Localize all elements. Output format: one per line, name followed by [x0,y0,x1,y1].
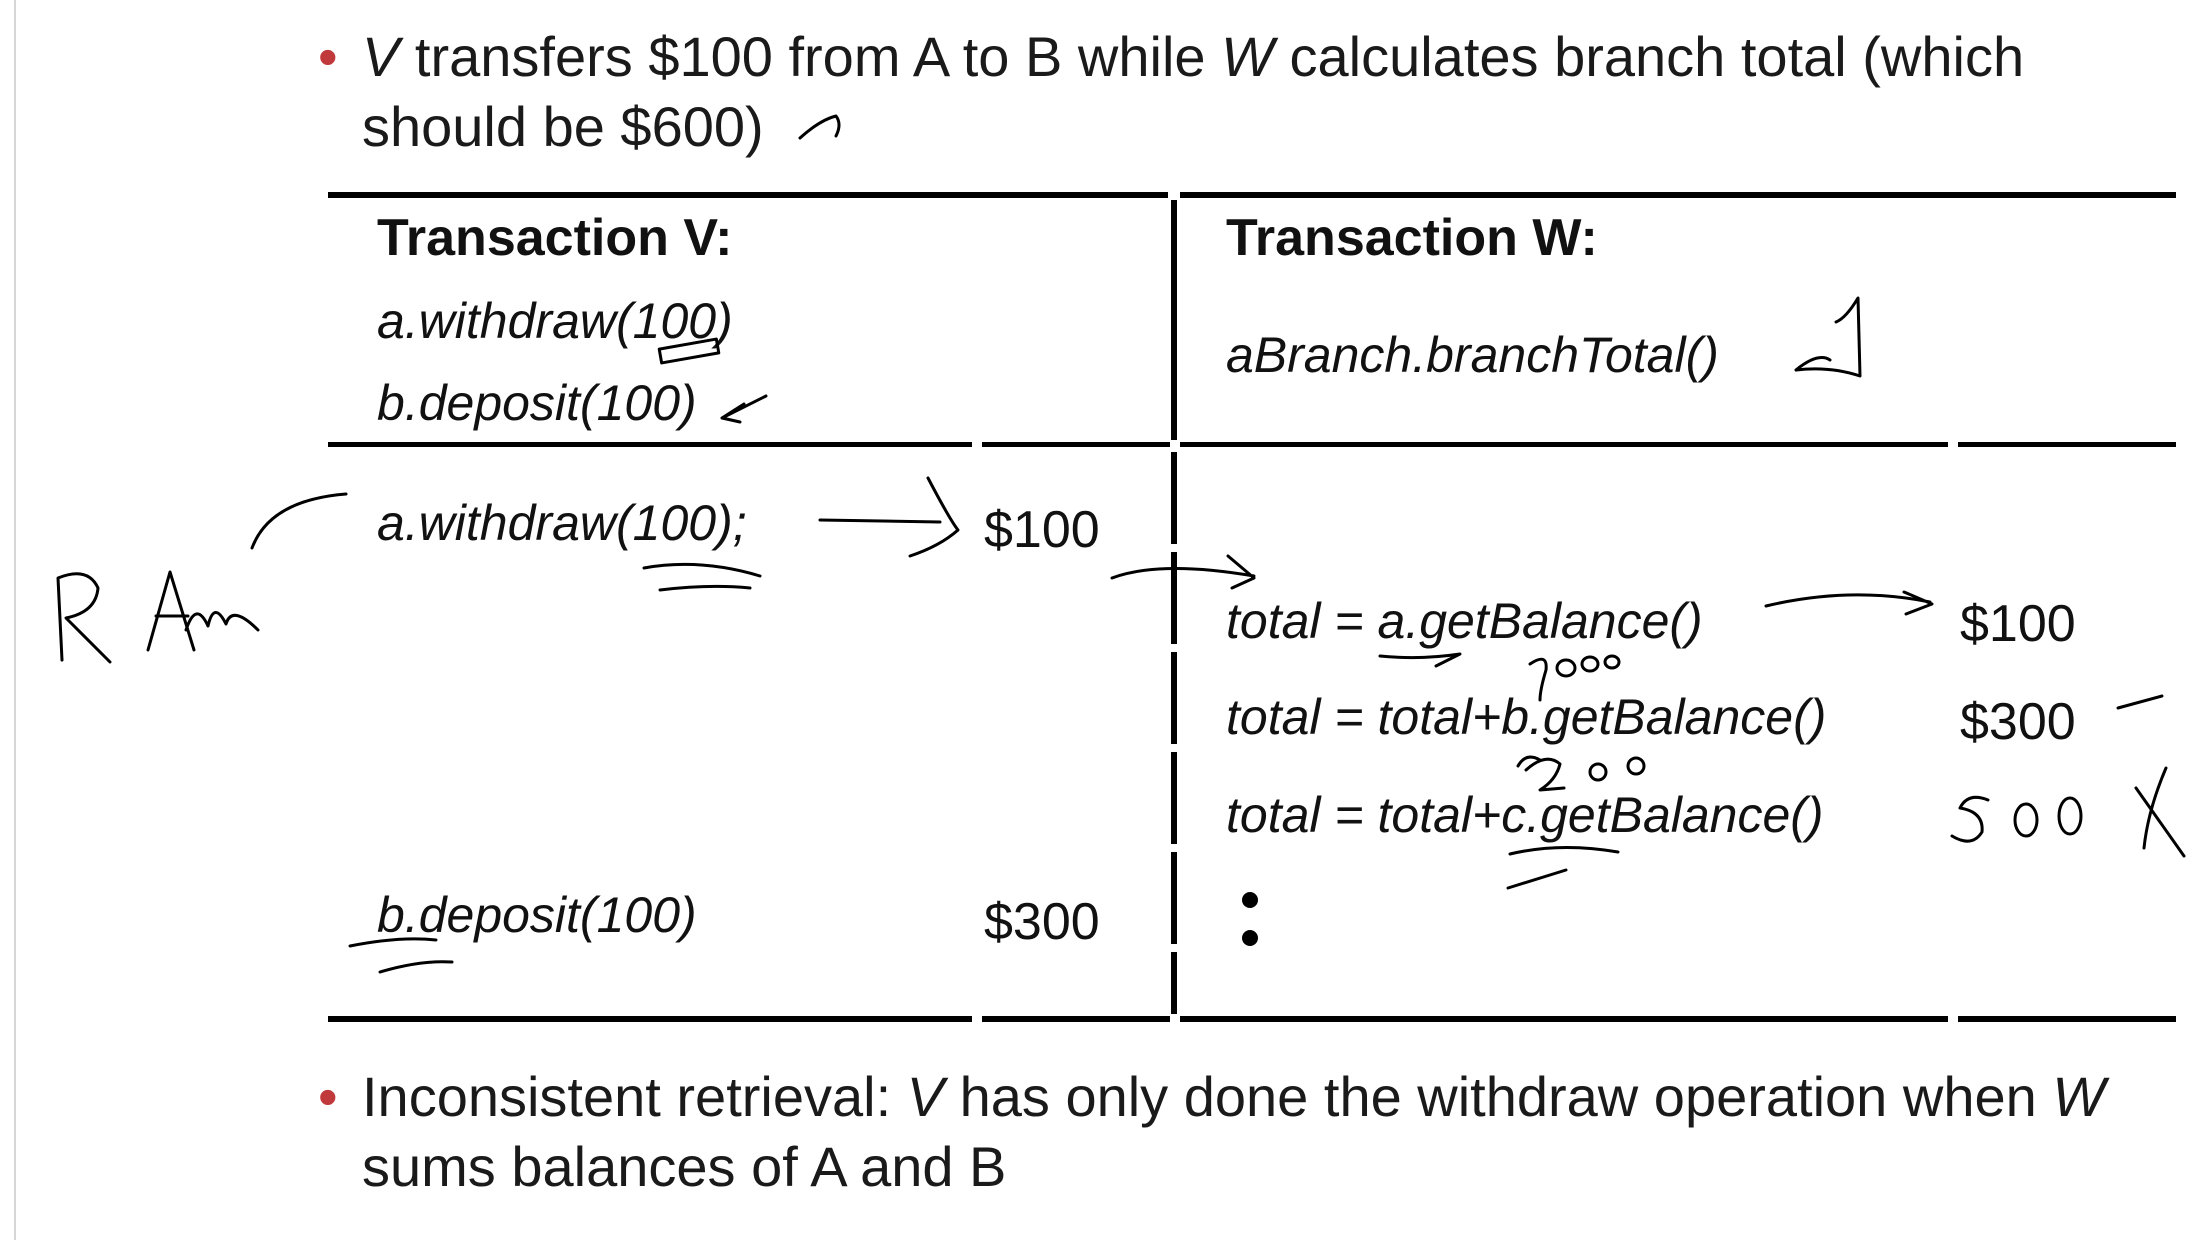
transaction-v-header: Transaction V: [377,209,733,267]
table-column-divider [1171,852,1177,944]
bullet-conclusion: • Inconsistent retrieval: V has only don… [318,1062,2162,1202]
ink-arrow-withdraw [818,476,960,558]
table-column-divider [1171,452,1177,544]
v-step-deposit: b.deposit(100) [377,887,697,943]
table-bottom-rule [982,1016,1170,1022]
w-total-after-a: $100 [1960,595,2076,653]
table-top-rule [328,192,1168,198]
v-op-deposit: b.deposit(100) [377,375,697,431]
bullet-intro: • V transfers $100 from A to B while W c… [318,22,2162,162]
ink-check [1794,296,1862,378]
bullet-text: sums balances of A and B [362,1065,2121,1198]
continuation-dot [1242,930,1258,946]
ink-underline [642,562,762,592]
ink-arrow-into-w [1110,554,1256,590]
table-mid-rule [1958,442,2176,447]
w-step-get-c: total = total+c.getBalance() [1226,787,1824,843]
table-bottom-rule [328,1016,972,1022]
continuation-dot [1242,892,1258,908]
table-bottom-rule [1180,1016,1948,1022]
ink-dash [2116,694,2164,710]
transaction-w-ref: W [2052,1065,2106,1128]
ink-ram-scribble [56,492,348,664]
ink-total-500 [1950,795,2083,843]
table-mid-rule [982,442,1170,447]
bullet-text: transfers $100 from A to B while [399,25,1222,88]
table-column-divider [1171,752,1177,844]
w-step-get-b: total = total+b.getBalance() [1226,689,1827,745]
bullet-text: Inconsistent retrieval: [362,1065,907,1128]
transaction-v-ref: V [362,25,400,88]
ink-underline [1378,652,1462,668]
ink-x-mark [2134,766,2186,858]
bullet-dot: • [318,1065,338,1128]
transaction-v-ref: V [906,1065,945,1128]
table-bottom-rule [1958,1016,2176,1022]
v-balance-after-withdraw: $100 [984,501,1100,559]
ink-arrow-get-a [1764,590,1934,616]
ink-arrow-deposit [720,394,768,424]
v-op-withdraw: a.withdraw(100) [377,293,733,349]
transaction-w-ref: W [1221,25,1274,88]
bullet-text: calculates branch total (which should be… [362,25,2040,158]
bullet-dot: • [318,25,338,88]
w-step-get-a: total = a.getBalance() [1226,593,1703,649]
page-left-border [14,0,16,1240]
table-mid-rule [328,442,972,447]
table-mid-rule [1180,442,1948,447]
table-column-divider [1171,552,1177,644]
table-column-divider [1171,200,1177,440]
table-column-divider [1171,652,1177,744]
v-balance-after-deposit: $300 [984,893,1100,951]
w-total-after-b: $300 [1960,693,2076,751]
table-column-divider [1171,952,1177,1014]
v-step-withdraw: a.withdraw(100); [377,495,747,551]
transaction-w-header: Transaction W: [1226,209,1598,267]
w-op-branch-total: aBranch.branchTotal() [1226,327,1719,383]
bullet-text: has only done the withdraw operation whe… [944,1065,2053,1128]
table-top-rule [1180,192,2176,198]
ink-underline [1506,845,1620,890]
